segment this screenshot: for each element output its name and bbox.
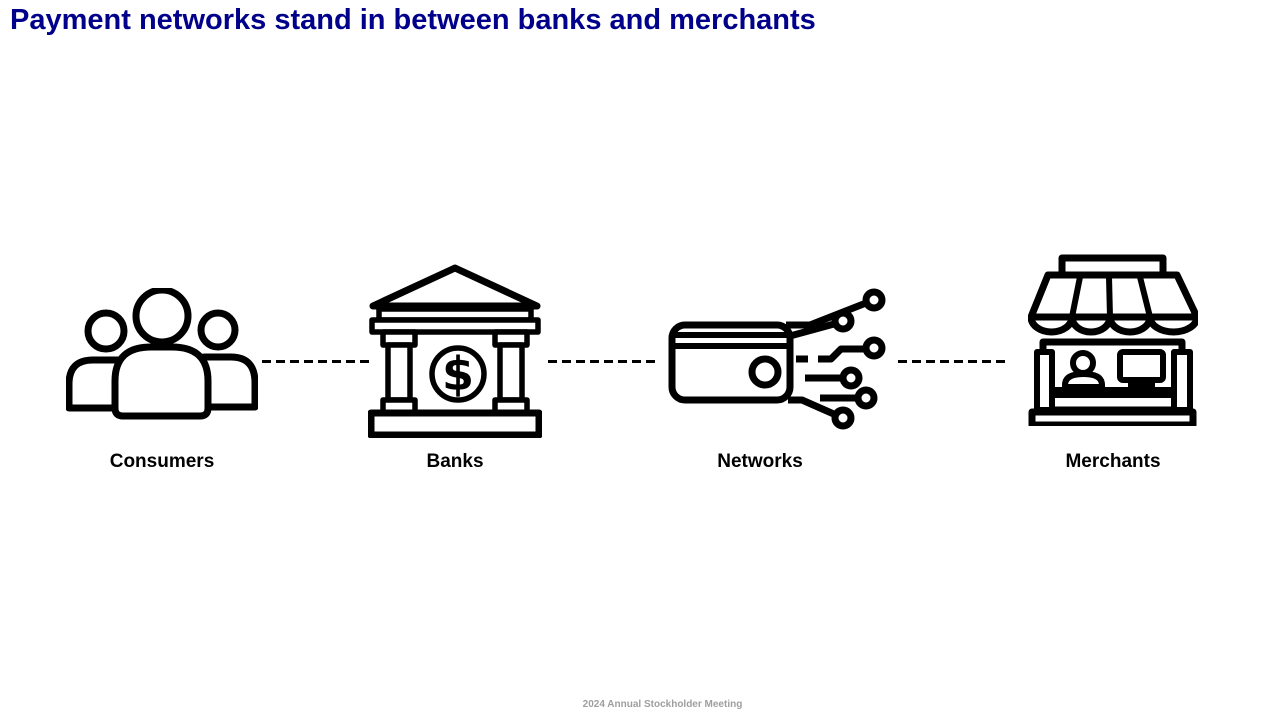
label-consumers: Consumers (109, 451, 215, 472)
label-merchants: Merchants (1065, 451, 1161, 472)
dollar-sign-glyph: $ (442, 347, 474, 401)
card-circuit-icon (668, 288, 886, 430)
bank-building-icon: $ (368, 264, 542, 438)
slide-title: Payment networks stand in between banks … (10, 4, 816, 36)
label-banks: Banks (426, 451, 484, 472)
dashed-connector-banks-networks (548, 360, 658, 363)
dashed-connector-networks-merchants (898, 360, 1008, 363)
dashed-connector-consumers-banks (262, 360, 372, 363)
storefront-icon (1028, 254, 1198, 426)
slide-footer: 2024 Annual Stockholder Meeting (582, 699, 743, 710)
people-group-icon (66, 288, 258, 420)
label-networks: Networks (717, 451, 803, 472)
